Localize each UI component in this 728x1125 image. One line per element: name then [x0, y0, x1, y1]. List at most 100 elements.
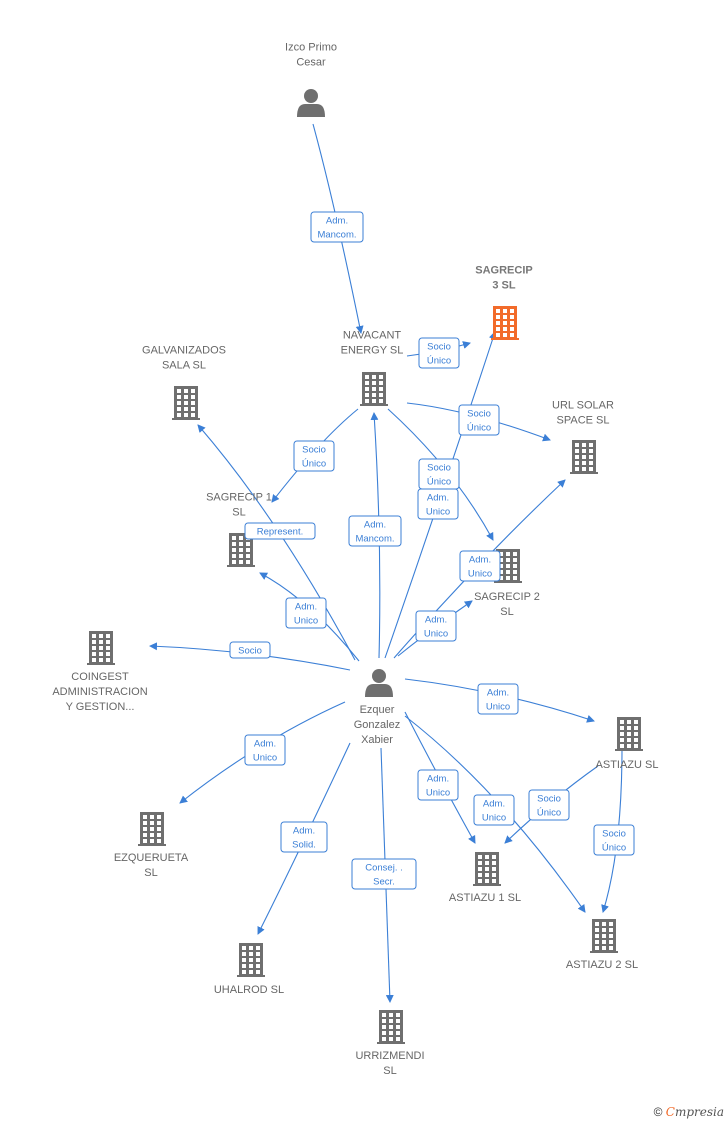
- company-astiazu-sl[interactable]: ASTIAZU SL: [596, 717, 659, 771]
- company-astiazu-2-sl[interactable]: ASTIAZU 2 SL: [566, 919, 638, 971]
- edge-label-text: Unico: [253, 753, 277, 764]
- node-label-line: SAGRECIP: [475, 265, 532, 277]
- building-window: [157, 815, 161, 819]
- building-window: [485, 867, 489, 871]
- edge-label[interactable]: Consej. .Secr.: [351, 858, 417, 890]
- edge-label[interactable]: Adm.Unico: [477, 683, 519, 715]
- node-label-line: ASTIAZU SL: [596, 759, 659, 771]
- node-label-line: Cesar: [296, 57, 326, 69]
- edge-label[interactable]: Adm. Unico: [417, 488, 459, 520]
- building-base: [138, 844, 166, 846]
- building-window: [396, 1013, 400, 1017]
- edge-label-text: Solid.: [292, 840, 316, 851]
- edge-label[interactable]: Adm.Unico: [459, 550, 501, 582]
- building-window: [602, 928, 606, 932]
- building-window: [506, 552, 510, 556]
- building-window: [99, 652, 103, 656]
- person-icon: [365, 669, 393, 697]
- edge-label[interactable]: Socio: [229, 641, 271, 659]
- building-window: [177, 389, 181, 393]
- edge-label-box: [244, 522, 316, 540]
- building-window: [499, 564, 503, 568]
- building-window: [379, 393, 383, 397]
- building-window: [99, 640, 103, 644]
- edge-label-box: [348, 515, 402, 547]
- building-window: [256, 970, 260, 974]
- building-window: [382, 1037, 386, 1041]
- building-window: [506, 576, 510, 580]
- building-window: [575, 467, 579, 471]
- edge-label[interactable]: Adm.Mancom.: [348, 515, 402, 547]
- edge-label[interactable]: Adm.Unico: [473, 794, 515, 826]
- building-window: [589, 461, 593, 465]
- building-base: [227, 565, 255, 567]
- building-window: [506, 564, 510, 568]
- edge-label-text: Unico: [424, 629, 448, 640]
- edge-label-box: [459, 550, 501, 582]
- company-astiazu-1-sl[interactable]: ASTIAZU 1 SL: [449, 852, 521, 904]
- edge-label-text: Socio: [537, 794, 561, 805]
- building-window: [513, 558, 517, 562]
- edge-label[interactable]: Adm. Unico: [415, 610, 457, 642]
- edge-label-box: [458, 404, 500, 436]
- building-window: [620, 720, 624, 724]
- building-window: [239, 560, 243, 564]
- building-window: [372, 399, 376, 403]
- building-window: [184, 389, 188, 393]
- building-window: [106, 634, 110, 638]
- edge-label[interactable]: Adm.Solid.: [280, 821, 328, 853]
- building-window: [382, 1031, 386, 1035]
- edge-label-text: Adm.: [427, 493, 449, 504]
- edge-label[interactable]: Adm.Unico: [285, 597, 327, 629]
- building-window: [506, 558, 510, 562]
- building-window: [157, 827, 161, 831]
- node-label-line: SAGRECIP 1: [206, 492, 272, 504]
- edge-label-text: Adm.: [254, 739, 276, 750]
- node-label-line: Y GESTION...: [66, 701, 135, 713]
- building-icon: [473, 852, 501, 886]
- edge-label-text: Adm.: [487, 688, 509, 699]
- building-window: [634, 732, 638, 736]
- edge-labels-layer: Adm.Mancom.SocioÚnicoSocioÚnicoSocioÚnic…: [229, 211, 635, 890]
- node-label-line: URL SOLAR: [552, 400, 614, 412]
- edge-label[interactable]: Adm.Unico: [417, 769, 459, 801]
- edge-label[interactable]: Adm.Mancom.: [310, 211, 364, 243]
- building-window: [602, 946, 606, 950]
- edge-label-text: Unico: [426, 507, 450, 518]
- building-window: [620, 738, 624, 742]
- footer-brand[interactable]: © Cmpresia: [654, 1105, 724, 1119]
- building-window: [92, 652, 96, 656]
- edge-label[interactable]: Adm. Unico: [244, 734, 286, 766]
- edge-label-box: [415, 610, 457, 642]
- building-window: [389, 1037, 393, 1041]
- node-label-line: SL: [232, 507, 245, 519]
- company-sagrecip-1-sl[interactable]: SAGRECIP 1 SL: [206, 492, 272, 568]
- brand-initial: C: [665, 1105, 675, 1119]
- edge-label[interactable]: Represent.: [244, 522, 316, 540]
- building-window: [232, 548, 236, 552]
- building-window: [496, 315, 500, 319]
- building-window: [595, 946, 599, 950]
- building-window: [620, 732, 624, 736]
- company-uhalrod-sl[interactable]: UHALROD SL: [214, 943, 284, 996]
- building-window: [496, 327, 500, 331]
- building-window: [478, 867, 482, 871]
- edge-label-text: Adm.: [425, 615, 447, 626]
- node-label-line: COINGEST: [71, 671, 129, 683]
- edge-label-box: [417, 488, 459, 520]
